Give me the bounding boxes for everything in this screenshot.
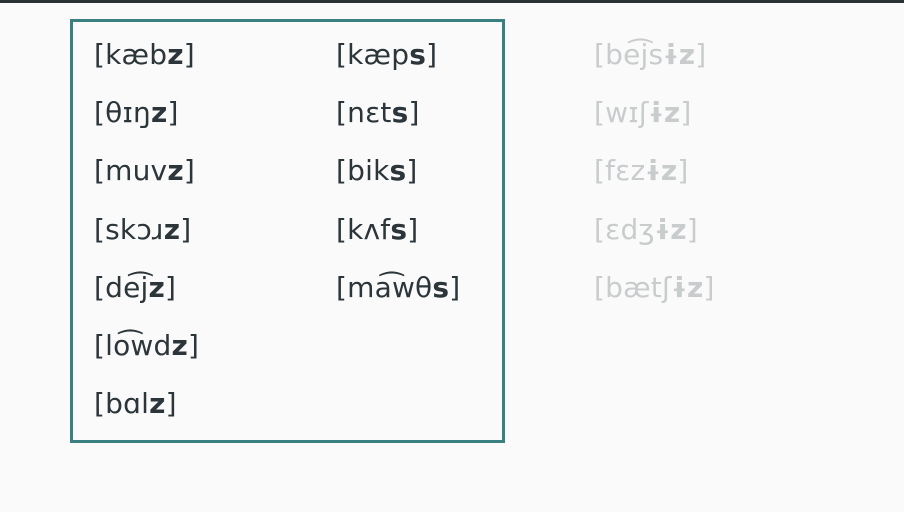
transcription-stem: [ɛdʒ bbox=[594, 212, 655, 246]
transcription-item: [ma͡wθs] bbox=[336, 271, 460, 305]
transcription-item: [wɪʃɨz] bbox=[594, 96, 692, 130]
transcription-item: [lo͡wdz] bbox=[94, 329, 199, 363]
transcription-item: [muvz] bbox=[94, 154, 195, 188]
closing-bracket: ] bbox=[180, 212, 192, 246]
transcription-stem: [ma͡wθ bbox=[336, 270, 433, 304]
transcription-item: [skɔɹz] bbox=[94, 213, 191, 247]
closing-bracket: ] bbox=[167, 96, 179, 130]
closing-bracket: ] bbox=[703, 270, 715, 304]
transcription-item: [kæps] bbox=[336, 38, 437, 72]
plural-suffix: s bbox=[391, 96, 409, 130]
transcription-stem: [θɪŋ bbox=[94, 96, 152, 130]
transcription-stem: [bɑl bbox=[94, 387, 150, 421]
closing-bracket: ] bbox=[677, 154, 689, 188]
plural-suffix: s bbox=[389, 154, 407, 188]
transcription-stem: [bik bbox=[336, 154, 390, 188]
transcription-stem: [kʌf bbox=[336, 212, 391, 246]
transcription-item: [kæbz] bbox=[94, 38, 195, 72]
transcription-stem: [nɛt bbox=[336, 96, 392, 130]
closing-bracket: ] bbox=[426, 38, 438, 71]
transcription-stem: [kæb bbox=[94, 38, 168, 71]
closing-bracket: ] bbox=[188, 329, 200, 362]
closing-bracket: ] bbox=[449, 270, 461, 304]
transcription-stem: [bætʃ bbox=[594, 270, 672, 304]
plural-suffix: ɨz bbox=[663, 38, 696, 71]
transcription-stem: [wɪʃ bbox=[594, 96, 649, 130]
transcription-item: [be͡jsɨz] bbox=[594, 38, 706, 72]
transcription-stem: [de͡j bbox=[94, 270, 149, 304]
transcription-stem: [lo͡wd bbox=[94, 329, 172, 362]
transcription-stem: [fɛz bbox=[594, 154, 646, 188]
plural-suffix: z bbox=[167, 154, 184, 188]
plural-suffix: ɨz bbox=[648, 96, 681, 130]
transcription-item: [θɪŋz] bbox=[94, 96, 179, 130]
closing-bracket: ] bbox=[407, 212, 419, 246]
transcription-stem: [muv bbox=[94, 154, 168, 188]
closing-bracket: ] bbox=[695, 38, 707, 71]
transcription-item: [bætʃɨz] bbox=[594, 271, 715, 305]
plural-suffix: s bbox=[390, 212, 408, 246]
transcription-stem: [skɔɹ bbox=[94, 212, 164, 246]
top-rule bbox=[0, 0, 904, 3]
plural-suffix: z bbox=[149, 387, 166, 421]
highlight-box bbox=[70, 19, 505, 443]
plural-suffix: ɨz bbox=[671, 270, 704, 304]
plural-suffix: s bbox=[432, 270, 450, 304]
transcription-item: [bɑlz] bbox=[94, 387, 177, 421]
closing-bracket: ] bbox=[686, 212, 698, 246]
transcription-stem: [be͡js bbox=[594, 38, 664, 71]
plural-suffix: ɨz bbox=[654, 212, 687, 246]
plural-suffix: z bbox=[167, 38, 184, 71]
transcription-item: [kʌfs] bbox=[336, 213, 418, 247]
transcription-item: [biks] bbox=[336, 154, 418, 188]
closing-bracket: ] bbox=[680, 96, 692, 130]
plural-suffix: z bbox=[151, 96, 168, 130]
closing-bracket: ] bbox=[408, 96, 420, 130]
plural-suffix: z bbox=[171, 329, 189, 362]
plural-suffix: z bbox=[148, 270, 166, 304]
transcription-item: [ɛdʒɨz] bbox=[594, 213, 698, 247]
transcription-item: [de͡jz] bbox=[94, 271, 176, 305]
transcription-stem: [kæp bbox=[336, 38, 410, 71]
plural-suffix: ɨz bbox=[645, 154, 678, 188]
plural-suffix: s bbox=[409, 38, 427, 71]
closing-bracket: ] bbox=[406, 154, 418, 188]
plural-suffix: z bbox=[163, 212, 181, 246]
closing-bracket: ] bbox=[165, 387, 177, 421]
closing-bracket: ] bbox=[165, 270, 177, 304]
closing-bracket: ] bbox=[183, 38, 195, 71]
closing-bracket: ] bbox=[183, 154, 195, 188]
transcription-item: [fɛzɨz] bbox=[594, 154, 689, 188]
transcription-item: [nɛts] bbox=[336, 96, 420, 130]
